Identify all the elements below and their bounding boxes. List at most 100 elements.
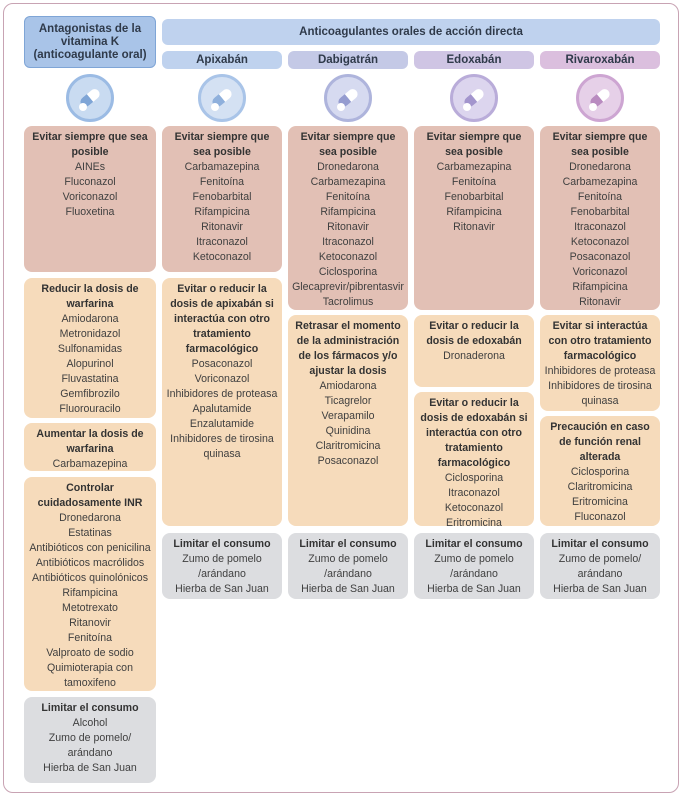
drug-item: Zumo de pomelo/ <box>558 553 642 565</box>
drug-header-apixaban: Apixabán <box>162 51 282 69</box>
pill-capsule-icon <box>324 74 372 122</box>
apixaban-box-1: Evitar o reducir la dosis de apixabán si… <box>162 278 282 526</box>
box-title: Evitar o reducir la dosis de edoxabán si… <box>420 397 528 469</box>
drug-item: Valproato de sodio <box>46 647 134 659</box>
box-title: Controlar cuidadosamente INR <box>37 482 143 509</box>
drug-item: Carbamezapina <box>436 161 512 173</box>
drug-item: Ritonavir <box>201 221 243 233</box>
drug-item: Ritonavir <box>579 296 621 308</box>
drug-item: arándano <box>67 747 113 759</box>
drug-item: Ketoconazol <box>444 502 504 514</box>
drug-item: quinasa <box>581 395 619 407</box>
drug-item: Ciclosporina <box>444 472 504 484</box>
drug-item: Quinidina <box>325 425 371 437</box>
drug-item: Hierba de San Juan <box>43 762 137 774</box>
drug-item: Voriconazol <box>572 266 628 278</box>
pill-capsule-icon <box>198 74 246 122</box>
drug-item: Ritonavir <box>327 221 369 233</box>
drug-item: Fenitoína <box>577 191 623 203</box>
box-title: Limitar el consumo <box>41 702 139 714</box>
box-title: Evitar siempre que sea posible <box>426 131 522 158</box>
drug-item: Carbamazepina <box>52 458 128 470</box>
drug-item: /arándano <box>324 568 372 580</box>
drug-item: Carbamezapina <box>310 176 386 188</box>
drug-item: Ciclosporina <box>318 266 378 278</box>
drug-item: Rifampicina <box>62 587 118 599</box>
drug-item: quinasa <box>203 448 241 460</box>
box-title: Limitar el consumo <box>173 538 271 550</box>
vka-header: Antagonistas de la vitamina K (anticoagu… <box>24 16 156 68</box>
drug-item: Fenobarbital <box>444 191 504 203</box>
drug-item: arándano <box>577 568 623 580</box>
box-title: Evitar siempre que sea posible <box>300 131 396 158</box>
drug-item: /arándano <box>198 568 246 580</box>
pill-capsule-icon <box>66 74 114 122</box>
drug-item: Posaconazol <box>569 251 631 263</box>
drug-item: Metotrexato <box>62 602 118 614</box>
drug-item: Posaconazol <box>191 358 253 370</box>
drug-item: Itraconazol <box>196 236 248 248</box>
drug-header-rivaroxaban: Rivaroxabán <box>540 51 660 69</box>
drug-item: Itraconazol <box>322 236 374 248</box>
drug-item: Zumo de pomelo/ <box>48 732 132 744</box>
drug-item: Zumo de pomelo <box>434 553 514 565</box>
box-title: Aumentar la dosis de warfarina <box>36 428 144 455</box>
drug-item: tamoxifeno <box>64 677 116 689</box>
dabigatran-box-1: Retrasar el momento de la administración… <box>288 315 408 526</box>
drug-item: Voriconazol <box>62 191 118 203</box>
drug-item: Estatinas <box>68 527 112 539</box>
box-title: Evitar o reducir la dosis de edoxabán <box>426 320 522 347</box>
drug-item: Ritonavir <box>453 221 495 233</box>
drug-item: Ketoconazol <box>570 236 630 248</box>
rivaroxaban-box-1: Evitar si interactúa con otro tratamient… <box>540 315 660 411</box>
drug-item: Posaconazol <box>317 455 379 467</box>
box-title: Precaución en caso de función renal alte… <box>550 421 650 463</box>
drug-item: Amiodarona <box>319 380 377 392</box>
drug-item: Rifampicina <box>572 281 628 293</box>
drug-item: Fenitoína <box>325 191 371 203</box>
box-title: Limitar el consumo <box>551 538 649 550</box>
drug-item: Claritromicina <box>567 481 633 493</box>
drug-item: Fluoxetina <box>65 206 115 218</box>
drug-item: Fenobarbital <box>570 206 630 218</box>
drug-item: Zumo de pomelo <box>182 553 262 565</box>
box-title: Limitar el consumo <box>299 538 397 550</box>
drug-item: Ciclosporina <box>570 466 630 478</box>
drug-item: Alcohol <box>72 717 108 729</box>
drug-item: Dronaderona <box>443 350 505 362</box>
outer-frame <box>3 3 679 793</box>
drug-item: Claritromicina <box>315 440 381 452</box>
drug-item: /arándano <box>450 568 498 580</box>
drug-item: Carbamazepina <box>184 161 260 173</box>
drug-item: Rifampicina <box>320 206 376 218</box>
box-title: Evitar siempre que sea posible <box>174 131 270 158</box>
drug-item: Alopurinol <box>66 358 114 370</box>
drug-item: Antibióticos quinolónicos <box>31 572 148 584</box>
drug-item: Ketoconazol <box>318 251 378 263</box>
drug-item: Ketoconazol <box>192 251 252 263</box>
drug-item: Inhibidores de proteasa <box>544 365 656 377</box>
drug-item: Inhibidores de proteasa <box>166 388 278 400</box>
drug-item: Fenitoína <box>67 632 113 644</box>
box-title: Evitar o reducir la dosis de apixabán si… <box>170 283 274 355</box>
drug-item: Zumo de pomelo <box>308 553 388 565</box>
drug-item: Fluvastatina <box>61 373 119 385</box>
box-title: Retrasar el momento de la administración… <box>295 320 401 377</box>
drug-item: Dronedarona <box>569 161 631 173</box>
drug-item: Antibióticos con penicilina <box>29 542 151 554</box>
box-title: Evitar siempre que sea posible <box>552 131 648 158</box>
box-title: Evitar si interactúa con otro tratamient… <box>548 320 652 362</box>
box-title: Reducir la dosis de warfarina <box>41 283 139 310</box>
drug-item: Ritanovir <box>69 617 111 629</box>
drug-item: Dronedarona <box>59 512 121 524</box>
pill-capsule-icon <box>450 74 498 122</box>
drug-item: Sulfonamidas <box>57 343 123 355</box>
drug-item: AINEs <box>74 161 106 173</box>
drug-item: Amiodarona <box>61 313 119 325</box>
